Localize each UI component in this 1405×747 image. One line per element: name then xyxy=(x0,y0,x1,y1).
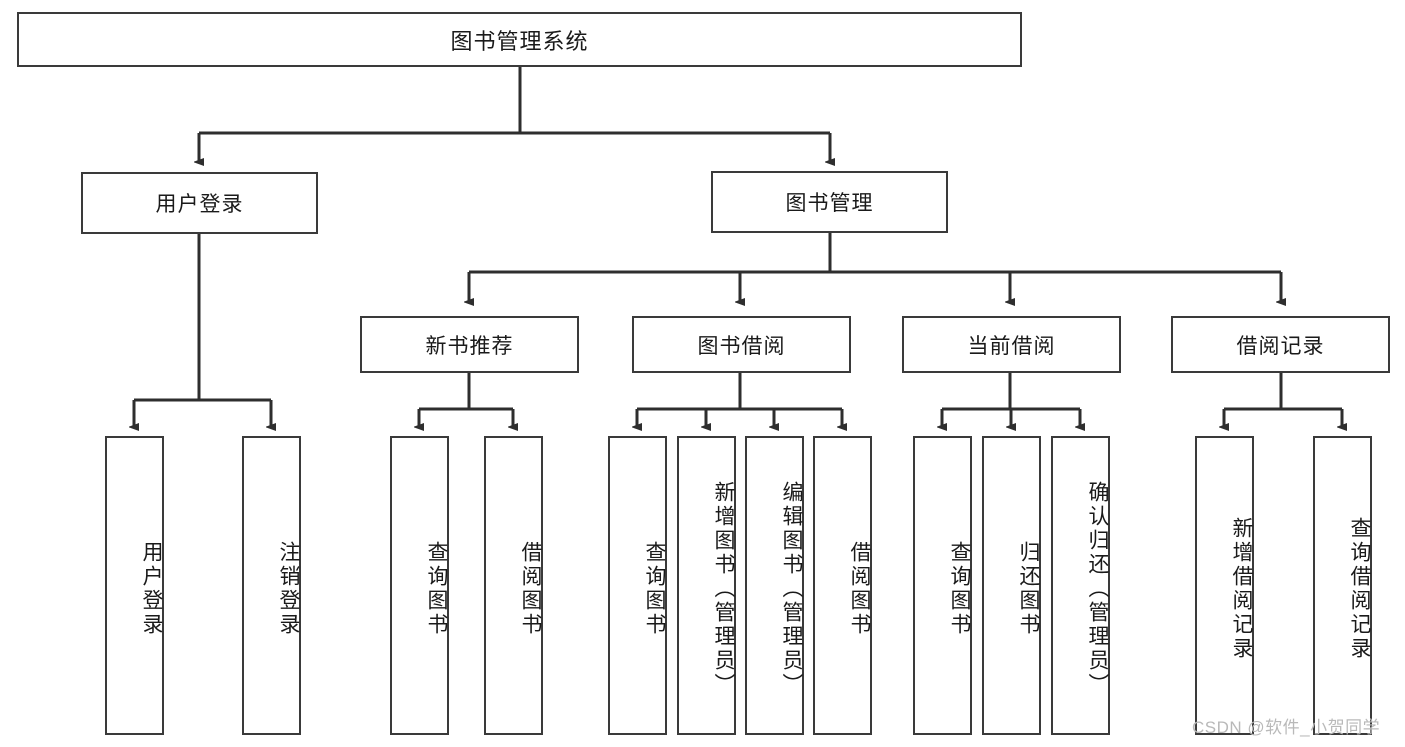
leaf-add-book-admin[interactable]: 新增图书（管理员） xyxy=(677,436,736,735)
node-label: 借阅图书 xyxy=(848,540,871,637)
node-root-book-management-system[interactable]: 图书管理系统 xyxy=(17,12,1022,67)
leaf-user-logout[interactable]: 注销登录 xyxy=(242,436,301,735)
leaf-user-login[interactable]: 用户登录 xyxy=(105,436,164,735)
leaf-return-book[interactable]: 归还图书 xyxy=(982,436,1041,735)
node-new-book-recommend[interactable]: 新书推荐 xyxy=(360,316,579,373)
node-label: 图书管理 xyxy=(785,192,874,215)
node-label: 图书借阅 xyxy=(697,334,786,358)
leaf-query-borrow-record[interactable]: 查询借阅记录 xyxy=(1313,436,1372,735)
leaf-confirm-return-admin[interactable]: 确认归还（管理员） xyxy=(1051,436,1110,735)
node-label: 用户登录 xyxy=(155,193,244,216)
node-book-management[interactable]: 图书管理 xyxy=(711,171,948,233)
node-label: 当前借阅 xyxy=(967,334,1056,358)
node-label: 借阅图书 xyxy=(519,540,542,637)
node-label: 查询借阅记录 xyxy=(1348,516,1371,661)
node-label: 用户登录 xyxy=(140,540,163,637)
node-borrow-record[interactable]: 借阅记录 xyxy=(1171,316,1390,373)
node-label: 图书管理系统 xyxy=(450,28,589,54)
node-current-borrow[interactable]: 当前借阅 xyxy=(902,316,1121,373)
leaf-query-book-current[interactable]: 查询图书 xyxy=(913,436,972,735)
node-label: 确认归还（管理员） xyxy=(1086,480,1109,697)
watermark: CSDN @软件_小贺同学 xyxy=(1192,718,1381,737)
leaf-edit-book-admin[interactable]: 编辑图书（管理员） xyxy=(745,436,804,735)
leaf-query-book-new-recommend[interactable]: 查询图书 xyxy=(390,436,449,735)
node-label: 编辑图书（管理员） xyxy=(780,480,803,697)
node-book-borrow[interactable]: 图书借阅 xyxy=(632,316,851,373)
node-label: 查询图书 xyxy=(948,540,971,637)
leaf-borrow-book-new-recommend[interactable]: 借阅图书 xyxy=(484,436,543,735)
node-label: 新增借阅记录 xyxy=(1230,516,1253,661)
node-user-login[interactable]: 用户登录 xyxy=(81,172,318,234)
leaf-add-borrow-record[interactable]: 新增借阅记录 xyxy=(1195,436,1254,735)
node-label: 新增图书（管理员） xyxy=(712,480,735,697)
leaf-borrow-book-borrow[interactable]: 借阅图书 xyxy=(813,436,872,735)
leaf-query-book-borrow[interactable]: 查询图书 xyxy=(608,436,667,735)
node-label: 查询图书 xyxy=(643,540,666,637)
node-label: 归还图书 xyxy=(1017,540,1040,637)
node-label: 借阅记录 xyxy=(1236,334,1325,358)
node-label: 注销登录 xyxy=(277,540,300,637)
node-label: 新书推荐 xyxy=(425,334,514,358)
node-label: 查询图书 xyxy=(425,540,448,637)
